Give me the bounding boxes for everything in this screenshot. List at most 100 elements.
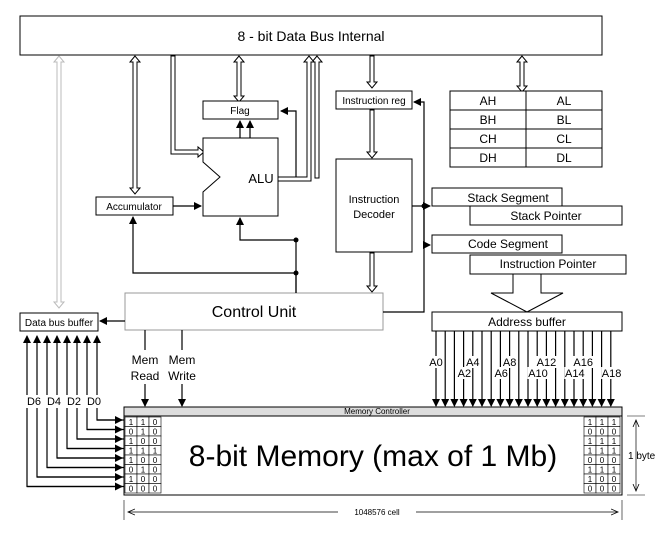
- mem-read-label-1: Mem: [132, 353, 159, 367]
- memory-bit: 0: [129, 466, 134, 475]
- instruction-pointer-label: Instruction Pointer: [500, 257, 597, 271]
- memory-bit: 0: [588, 485, 593, 494]
- instruction-decoder: Instruction Decoder: [335, 158, 413, 253]
- address-line-label: A16: [573, 357, 593, 369]
- memory-bit: 0: [153, 485, 158, 494]
- address-line-label: A18: [602, 368, 622, 380]
- register-dh: DH: [449, 147, 527, 168]
- data-line: [23, 335, 124, 488]
- memory-bit: 0: [612, 475, 617, 484]
- stack-pointer: Stack Pointer: [469, 205, 623, 226]
- register-label: BH: [480, 113, 497, 127]
- flag-register: Flag: [202, 100, 279, 120]
- memory-controller-label: Memory Controller: [344, 407, 410, 416]
- memory-bit: 0: [153, 456, 158, 465]
- address-line-label: A8: [503, 357, 516, 369]
- memory-bit: 0: [600, 456, 605, 465]
- memory-bit: 1: [129, 418, 134, 427]
- register-al: AL: [525, 90, 603, 111]
- register-bh: BH: [449, 109, 527, 130]
- memory-bit: 0: [141, 437, 146, 446]
- instruction-register: Instruction reg: [335, 90, 413, 110]
- memory-bit: 1: [129, 475, 134, 484]
- register-label: DL: [556, 151, 572, 165]
- memory-bit: 1: [588, 447, 593, 456]
- instruction-pointer: Instruction Pointer: [469, 254, 627, 275]
- register-ah: AH: [449, 90, 527, 111]
- code-segment: Code Segment: [431, 234, 563, 254]
- address-line-label: A0: [429, 357, 442, 369]
- decoder-label-2: Decoder: [353, 209, 395, 221]
- memory-bit: 0: [141, 475, 146, 484]
- register-dl: DL: [525, 147, 603, 168]
- data-line-label: D6: [27, 396, 41, 408]
- address-buffer-label: Address buffer: [488, 315, 566, 329]
- memory-bit: 0: [153, 418, 158, 427]
- memory-bit: 0: [612, 428, 617, 437]
- data-bus-buffer: Data bus buffer: [19, 312, 99, 332]
- memory-bit: 0: [141, 456, 146, 465]
- data-line-label: D4: [47, 396, 61, 408]
- mem-signal-labels: Mem Read Mem Write: [127, 350, 201, 384]
- memory-bit: 0: [612, 456, 617, 465]
- register-label: AH: [480, 94, 497, 108]
- accumulator: Accumulator: [95, 196, 174, 216]
- memory-bit: 1: [600, 447, 605, 456]
- stack-pointer-label: Stack Pointer: [510, 209, 581, 223]
- memory-bit: 1: [129, 437, 134, 446]
- memory-bit: 1: [141, 428, 146, 437]
- memory-bit: 0: [129, 428, 134, 437]
- memory-bit: 0: [612, 485, 617, 494]
- memory-bit: 0: [600, 485, 605, 494]
- memory-bit: 1: [600, 437, 605, 446]
- register-cl: CL: [525, 128, 603, 149]
- segment-to-address-arrow: [490, 273, 564, 313]
- memory-label: 8-bit Memory (max of 1 Mb): [189, 440, 557, 473]
- memory-bit: 0: [600, 475, 605, 484]
- general-registers: AH AL BH BL CH CL DH DL: [449, 90, 603, 168]
- memory-bit: 0: [141, 485, 146, 494]
- memory-bit: 1: [612, 437, 617, 446]
- register-ch: CH: [449, 128, 527, 149]
- code-segment-label: Code Segment: [468, 237, 549, 251]
- bus-title: 8 - bit Data Bus Internal: [237, 28, 384, 44]
- memory-bit: 0: [153, 437, 158, 446]
- height-dimension-label: 1 byte: [628, 451, 656, 462]
- memory-bit: 1: [141, 418, 146, 427]
- memory-bit: 1: [588, 418, 593, 427]
- address-line-label: A4: [466, 357, 479, 369]
- register-bl: BL: [525, 109, 603, 130]
- memory-bit: 0: [129, 485, 134, 494]
- accumulator-label: Accumulator: [106, 202, 162, 213]
- memory-bit: 1: [612, 418, 617, 427]
- memory-bit: 1: [129, 456, 134, 465]
- alu-label: ALU: [248, 171, 273, 186]
- address-line-label: A2: [458, 368, 471, 380]
- flag-label: Flag: [230, 106, 249, 117]
- data-line-label: D2: [67, 396, 81, 408]
- address-line-label: A6: [494, 368, 507, 380]
- register-label: BL: [557, 113, 572, 127]
- stack-segment: Stack Segment: [431, 187, 563, 207]
- data-bus-buffer-label: Data bus buffer: [25, 318, 94, 329]
- data-line: [63, 335, 124, 450]
- address-buffer: Address buffer: [431, 311, 623, 332]
- memory-bit: 0: [588, 428, 593, 437]
- memory-bit: 0: [588, 456, 593, 465]
- memory-bit: 1: [129, 447, 134, 456]
- control-wiring: [99, 55, 431, 407]
- width-dimension-label: 1048576 cell: [354, 508, 400, 517]
- memory-bit: 0: [600, 428, 605, 437]
- register-label: CL: [556, 132, 572, 146]
- memory-bit: 1: [588, 437, 593, 446]
- control-unit-label: Control Unit: [212, 304, 297, 321]
- memory-bit: 0: [153, 466, 158, 475]
- memory-bit: 1: [141, 447, 146, 456]
- memory-dimensions: 1 byte 1048576 cell: [123, 415, 656, 520]
